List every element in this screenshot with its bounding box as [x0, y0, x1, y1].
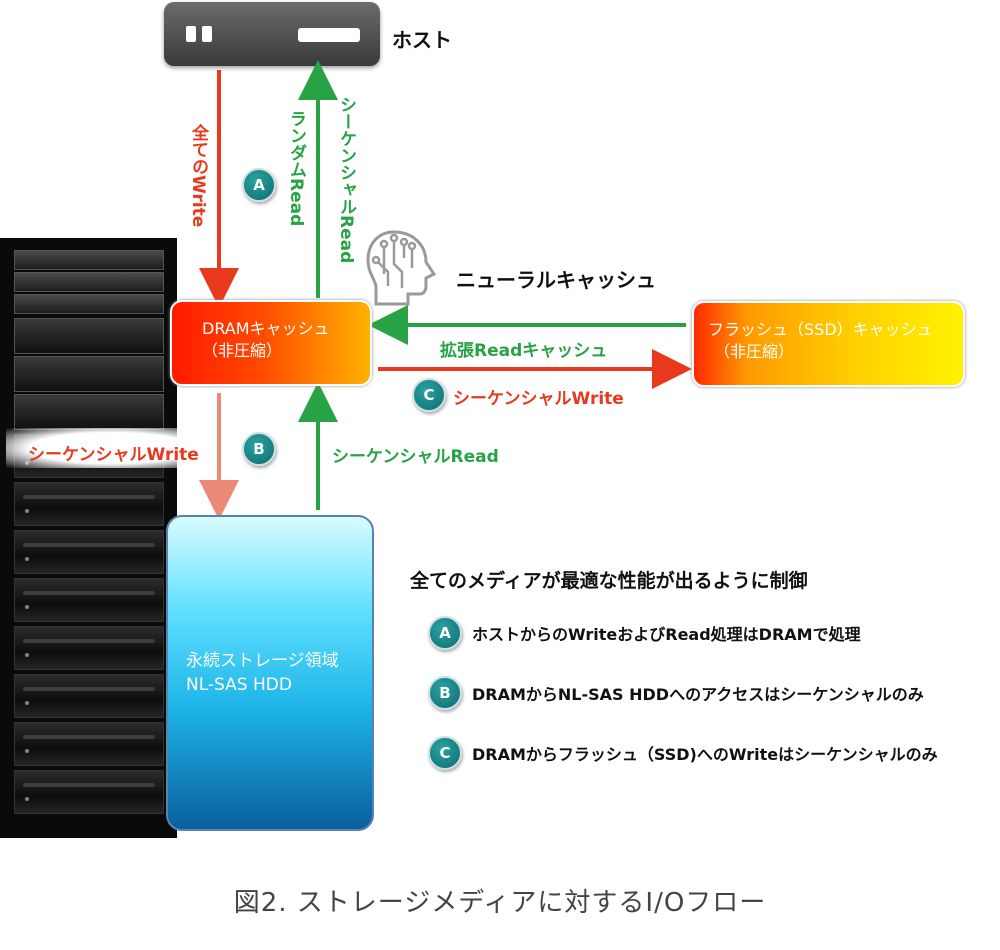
random-read-label: ランダムRead: [286, 110, 306, 227]
dram-line2: （非圧縮）: [202, 341, 283, 360]
seq-write-hdd-label: シーケンシャルWrite: [28, 445, 199, 465]
rack-unit: [14, 294, 164, 314]
hdd-line1: 永続ストレージ領域: [186, 651, 339, 671]
flash-line1: フラッシュ（SSD）キャッシュ: [708, 320, 933, 339]
legend-text: ホストからのWriteおよびRead処理はDRAMで処理: [472, 625, 861, 644]
flash-cache-box: フラッシュ（SSD）キャッシュ （非圧縮）: [692, 301, 965, 387]
rack-unit: [14, 674, 164, 718]
flash-line2: （非圧縮）: [714, 342, 795, 361]
neural-cache-label: ニューラルキャッシュ: [456, 268, 656, 292]
dram-line1: DRAMキャッシュ: [202, 319, 330, 338]
host-server-icon: [164, 2, 380, 66]
rack-unit: [14, 722, 164, 766]
legend-item: A ホストからのWriteおよびRead処理はDRAMで処理: [428, 616, 861, 650]
legend-text: DRAMからNL-SAS HDDへのアクセスはシーケンシャルのみ: [472, 685, 924, 704]
rack-unit: [14, 272, 164, 292]
rack-unit: [14, 482, 164, 526]
marker-c: C: [412, 378, 446, 412]
legend-marker: B: [428, 676, 462, 710]
legend-title: 全てのメディアが最適な性能が出るように制御: [410, 570, 808, 592]
hdd-line2: NL-SAS HDD: [186, 675, 292, 695]
rack-unit: [14, 318, 164, 354]
legend-marker: C: [428, 736, 462, 770]
seq-read-host-label: シーケンシャルRead: [336, 96, 356, 264]
hdd-storage-box: 永続ストレージ領域 NL-SAS HDD: [166, 515, 374, 831]
rack-unit: [14, 530, 164, 574]
host-label: ホスト: [392, 28, 452, 52]
rack-unit: [14, 356, 164, 392]
marker-b: B: [242, 432, 276, 466]
marker-a: A: [242, 168, 276, 202]
label-highlight: [6, 428, 216, 468]
legend-text: DRAMからフラッシュ（SSD)へのWriteはシーケンシャルのみ: [472, 745, 938, 764]
seq-read-hdd-label: シーケンシャルRead: [332, 447, 499, 467]
legend-marker: A: [428, 616, 462, 650]
legend-item: B DRAMからNL-SAS HDDへのアクセスはシーケンシャルのみ: [428, 676, 924, 710]
brain-icon: [366, 230, 437, 306]
all-write-label: 全てのWrite: [188, 124, 208, 228]
server-rack-image: [0, 238, 177, 838]
rack-unit: [14, 250, 164, 270]
dram-cache-box: DRAMキャッシュ （非圧縮）: [170, 300, 372, 386]
rack-unit: [14, 578, 164, 622]
rack-unit: [14, 770, 164, 814]
seq-write-flash-label: シーケンシャルWrite: [453, 389, 624, 409]
rack-unit: [14, 626, 164, 670]
legend-item: C DRAMからフラッシュ（SSD)へのWriteはシーケンシャルのみ: [428, 736, 938, 770]
ext-read-cache-label: 拡張Readキャッシュ: [440, 341, 608, 361]
figure-caption: 図2. ストレージメディアに対するI/Oフロー: [233, 888, 767, 918]
